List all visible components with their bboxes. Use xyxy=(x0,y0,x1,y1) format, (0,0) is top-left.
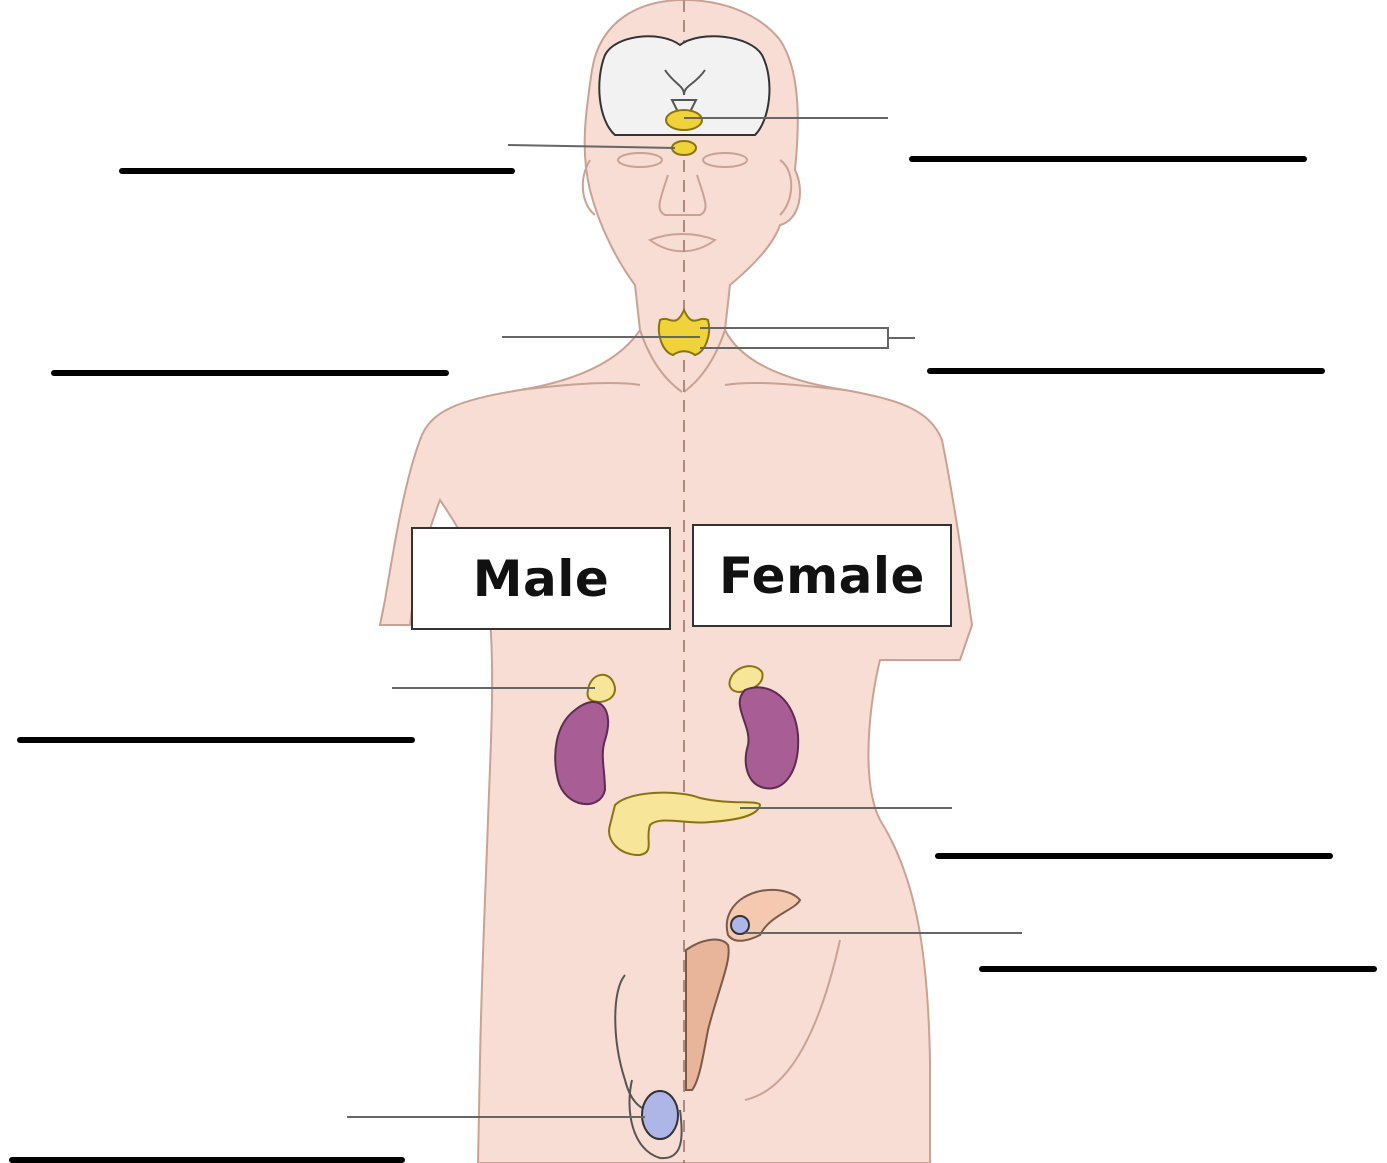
pituitary-gland-icon xyxy=(672,141,696,155)
testis-icon xyxy=(642,1091,678,1139)
female-label: Female xyxy=(719,547,925,605)
male-label: Male xyxy=(473,550,610,608)
female-label-box: Female xyxy=(692,524,952,627)
ovary-icon xyxy=(731,916,749,934)
male-label-box: Male xyxy=(411,527,671,630)
pineal-gland-icon xyxy=(666,110,702,130)
